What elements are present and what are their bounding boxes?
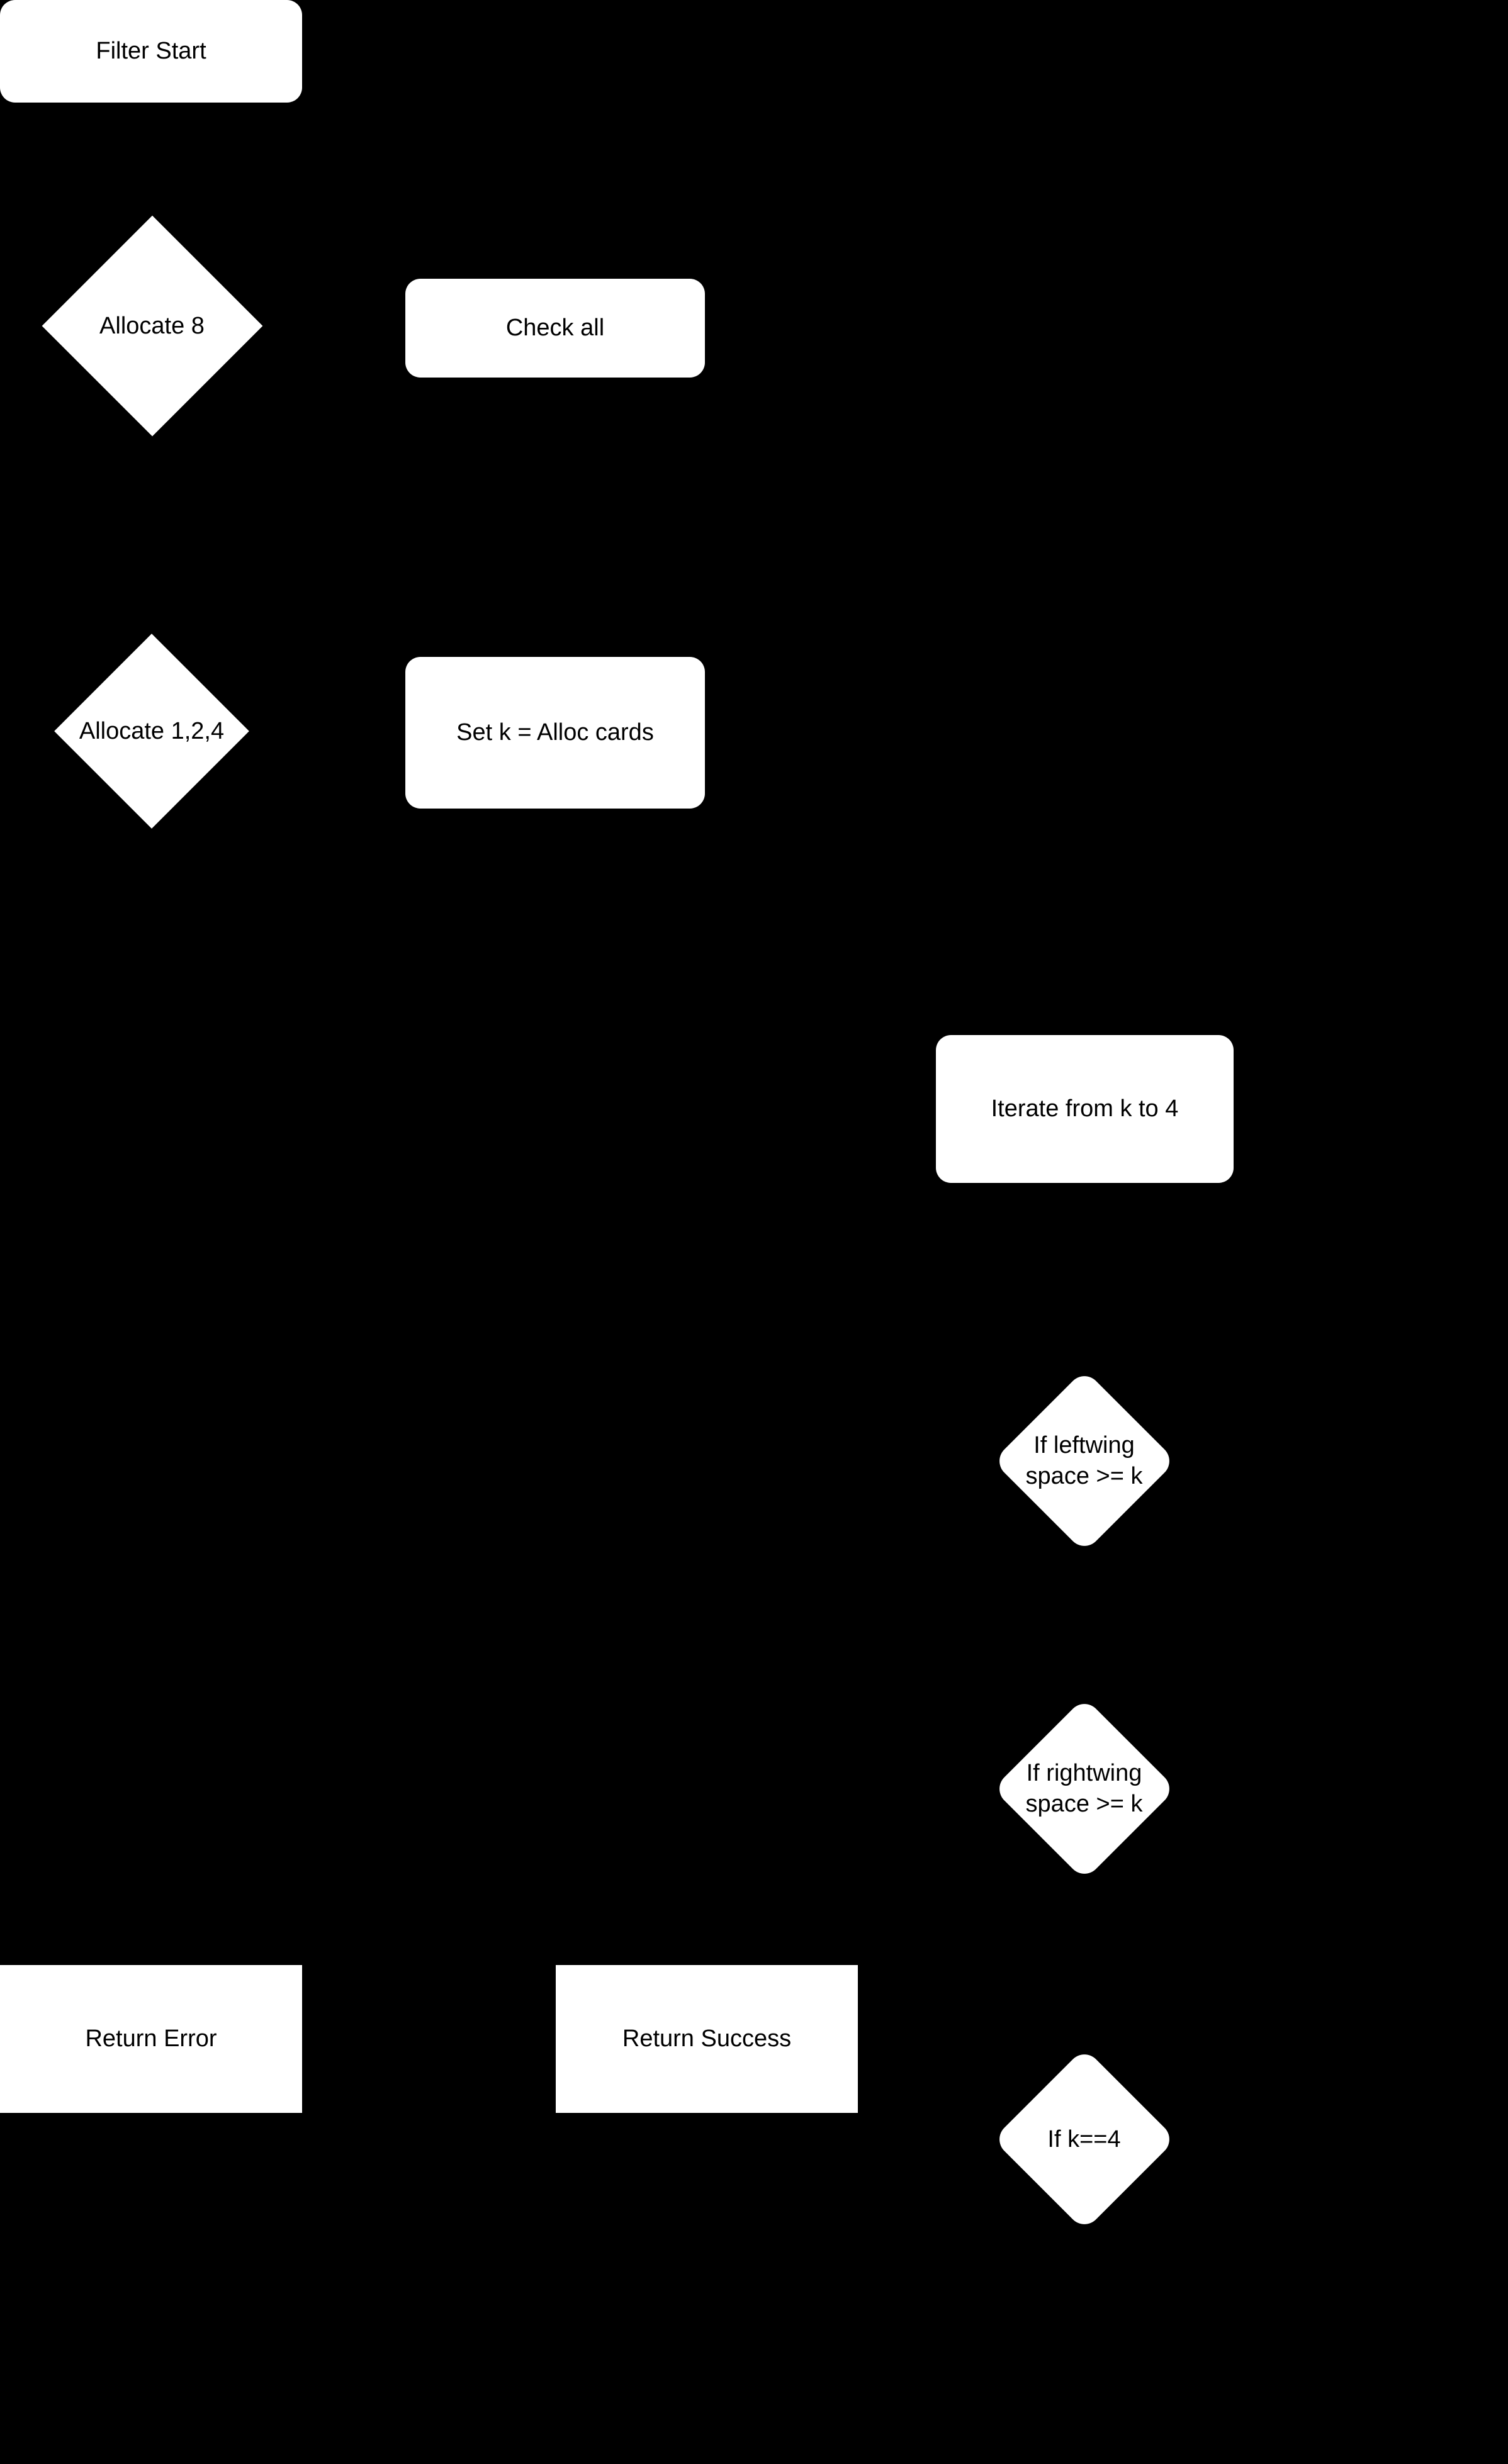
node-return-success[interactable]: Return Success	[556, 1965, 858, 2113]
node-allocate-8[interactable]: Allocate 8	[28, 215, 276, 437]
node-check-all[interactable]: Check all	[405, 279, 705, 378]
node-return-success-label: Return Success	[622, 2025, 792, 2052]
node-check-all-label: Check all	[505, 315, 605, 342]
node-if-k-eq-4[interactable]: If k==4	[992, 2047, 1176, 2231]
node-return-error-label: Return Error	[85, 2025, 217, 2052]
node-allocate-1-2-4[interactable]: Allocate 1,2,4	[54, 634, 249, 829]
node-filter-start[interactable]: Filter Start	[0, 0, 302, 103]
diamond-shape	[992, 1369, 1176, 1553]
diamond-shape	[54, 634, 249, 829]
node-iterate-k-to-4[interactable]: Iterate from k to 4	[936, 1035, 1234, 1183]
node-set-k[interactable]: Set k = Alloc cards	[405, 657, 705, 809]
diamond-shape	[42, 215, 262, 437]
diamond-shape	[992, 2047, 1176, 2231]
node-return-error[interactable]: Return Error	[0, 1965, 302, 2113]
node-iterate-k-to-4-label: Iterate from k to 4	[991, 1095, 1179, 1123]
diamond-shape	[992, 1697, 1176, 1881]
node-filter-start-label: Filter Start	[96, 38, 206, 65]
node-set-k-label: Set k = Alloc cards	[456, 719, 654, 746]
